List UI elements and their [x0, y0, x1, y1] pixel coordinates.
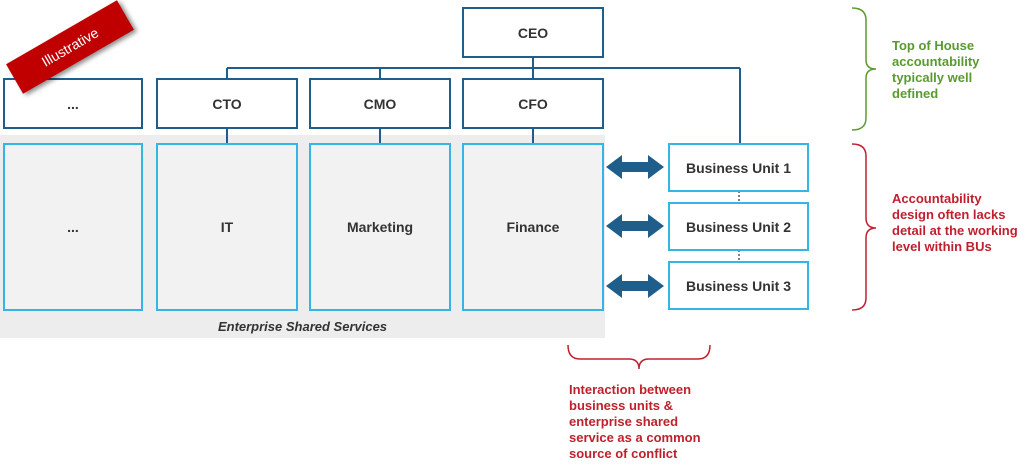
cfo-label: CFO	[518, 95, 548, 112]
cto-box: CTO	[156, 78, 298, 129]
business-unit-1-label: Business Unit 1	[685, 159, 792, 176]
accountability-design-note: Accountability design often lacks detail…	[892, 191, 1018, 254]
cfo-box: CFO	[462, 78, 604, 129]
business-unit-2-box: Business Unit 2	[668, 202, 809, 251]
top-of-house-bracket	[851, 7, 877, 131]
shared-services-label: Enterprise Shared Services	[217, 319, 388, 334]
ceo-box: CEO	[462, 7, 604, 58]
interaction-bracket	[567, 344, 711, 370]
bu-bracket	[851, 143, 877, 311]
it-label: IT	[220, 219, 234, 235]
cmo-box: CMO	[309, 78, 451, 129]
business-unit-3-box: Business Unit 3	[668, 261, 809, 310]
other-service-label: ...	[67, 219, 79, 235]
marketing-label: Marketing	[346, 219, 414, 235]
other-executive-label: ...	[67, 95, 79, 112]
finance-box: Finance	[462, 143, 604, 311]
cto-label: CTO	[212, 95, 242, 112]
cmo-label: CMO	[363, 95, 397, 112]
business-unit-3-label: Business Unit 3	[685, 277, 792, 294]
other-executive-box: ...	[3, 78, 143, 129]
top-of-house-note: Top of House accountability typically we…	[892, 38, 980, 101]
business-unit-1-box: Business Unit 1	[668, 143, 809, 192]
finance-label: Finance	[506, 219, 560, 235]
other-service-box: ...	[3, 143, 143, 311]
it-box: IT	[156, 143, 298, 311]
interaction-note: Interaction between business units & ent…	[569, 382, 701, 461]
ceo-label: CEO	[517, 24, 549, 41]
marketing-box: Marketing	[309, 143, 451, 311]
business-unit-2-label: Business Unit 2	[685, 218, 792, 235]
bidirectional-arrows	[606, 155, 664, 298]
